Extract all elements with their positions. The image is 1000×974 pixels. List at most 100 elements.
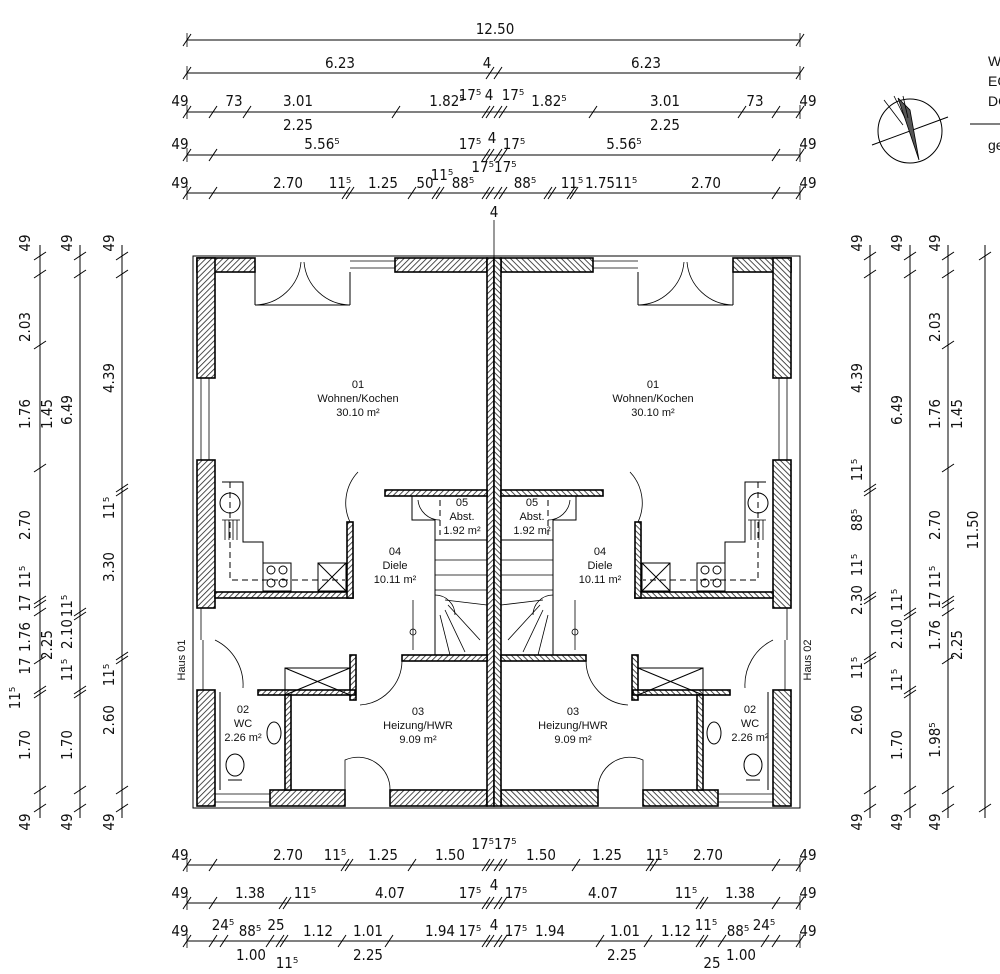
dimension-tick (493, 934, 503, 948)
dimension-label: 11⁵ (561, 174, 584, 192)
dimension-label: 11⁵ (888, 669, 906, 692)
dimension-tick (279, 934, 289, 948)
room-area: 30.10 m² (631, 407, 675, 419)
dimension-tick (33, 607, 47, 617)
dimension-label: 1.70 (58, 730, 76, 760)
dimension-label: 17⁵ (503, 135, 526, 153)
dimension-label: 2.10 (58, 619, 76, 649)
dimension-tick (903, 785, 917, 795)
dimension-tick (115, 483, 129, 493)
dimension-label: 17⁵ (459, 135, 482, 153)
dimension-tick (115, 251, 129, 261)
dimension-tick (771, 858, 781, 872)
dimension-tick (493, 896, 503, 910)
dimension-label: 49 (100, 234, 118, 251)
dimension-tick (33, 595, 47, 605)
dimension-tick (498, 896, 508, 910)
dimension-tick (771, 896, 781, 910)
room-name: Wohnen/Kochen (612, 393, 693, 405)
dimension-label: 5.56⁵ (304, 135, 339, 153)
dimension-tick (863, 487, 877, 497)
dimension-tick (345, 186, 355, 200)
dimension-tick (903, 803, 917, 813)
dimension-tick (569, 186, 579, 200)
dimension-label: 11⁵ (6, 687, 24, 710)
dimension-label: 2.70 (273, 846, 303, 864)
dimension-tick (435, 186, 445, 200)
dimension-tick (903, 269, 917, 279)
dimension-tick (771, 105, 781, 119)
dimension-tick (73, 689, 87, 699)
dimension-tick (485, 934, 495, 948)
dimension-label: 1.25 (368, 174, 398, 192)
dimension-tick (485, 186, 495, 200)
room-num: 03 (567, 706, 579, 718)
dimension-label: 1.50 (435, 846, 465, 864)
dimension-tick (73, 251, 87, 261)
dimension-label: 1.38 (235, 884, 265, 902)
dimension-label: 4 (490, 876, 499, 894)
room-name: WC (741, 718, 759, 730)
dimension-tick (481, 858, 491, 872)
room-name: WC (234, 718, 252, 730)
dimension-tick (33, 599, 47, 609)
dimension-label: 6.49 (58, 395, 76, 425)
dimension-tick (566, 186, 576, 200)
dimension-tick (699, 896, 709, 910)
dimension-tick (33, 655, 47, 665)
dimension-label: 49 (799, 884, 816, 902)
house-02-label: Haus 02 (802, 640, 814, 681)
dimension-label: 1.76 (926, 399, 944, 429)
dimension-tick (941, 803, 955, 813)
dimension-label: 11⁵ (100, 497, 118, 520)
dimension-label: 49 (171, 922, 188, 940)
dimension-tick (485, 105, 495, 119)
dimension-label: 1.45 (948, 399, 966, 429)
dimension-label: 2.60 (100, 705, 118, 735)
dimension-label: 49 (171, 92, 188, 110)
dimension-label: 17⁵ (502, 86, 525, 104)
dimension-label: 2.70 (16, 510, 34, 540)
dimension-tick (33, 689, 47, 699)
dimension-label: 11⁵ (324, 846, 347, 864)
dimension-tick (941, 785, 955, 795)
dimension-label: 11⁵ (848, 657, 866, 680)
dimension-label: 12.50 (476, 20, 515, 38)
dimension-label: 49 (799, 846, 816, 864)
dimension-label: 2.60 (848, 705, 866, 735)
dimension-label: 17 (926, 591, 944, 608)
room-area: 10.11 m² (579, 574, 622, 586)
dimension-label: 49 (926, 813, 944, 830)
dimension-tick (481, 896, 491, 910)
dimension-label: 11⁵ (675, 884, 698, 902)
dimension-tick (344, 858, 354, 872)
dimension-tick (481, 934, 491, 948)
dimension-label: 17⁵17⁵ (471, 835, 516, 853)
dimension-label: 1.50 (526, 846, 556, 864)
room-num: 04 (389, 546, 401, 558)
dimension-label: 1.00 (236, 946, 266, 964)
dimension-label: 88⁵ (239, 922, 262, 940)
north-arrow-icon (871, 95, 949, 164)
dimension-tick (391, 105, 401, 119)
dimension-tick (485, 858, 495, 872)
dimension-tick (73, 607, 87, 617)
dimension-tick (771, 148, 781, 162)
dimension-tick (337, 934, 347, 948)
dimension-label: 1.76 (16, 399, 34, 429)
dimension-label: 73 (225, 92, 242, 110)
dimension-label: 11⁵ (848, 459, 866, 482)
dimension-label: 11⁵ (16, 566, 34, 589)
dimension-label: 11⁵ (848, 554, 866, 577)
dimension-label: 49 (888, 234, 906, 251)
legend-line-4: ge (988, 137, 1000, 153)
dimension-tick (941, 599, 955, 609)
dimension-tick (73, 685, 87, 695)
dimension-tick (115, 651, 129, 661)
dimension-tick (407, 186, 417, 200)
dimension-label: 3.30 (100, 552, 118, 582)
dimension-label: 49 (848, 813, 866, 830)
dimension-label: 1.76 (926, 620, 944, 650)
